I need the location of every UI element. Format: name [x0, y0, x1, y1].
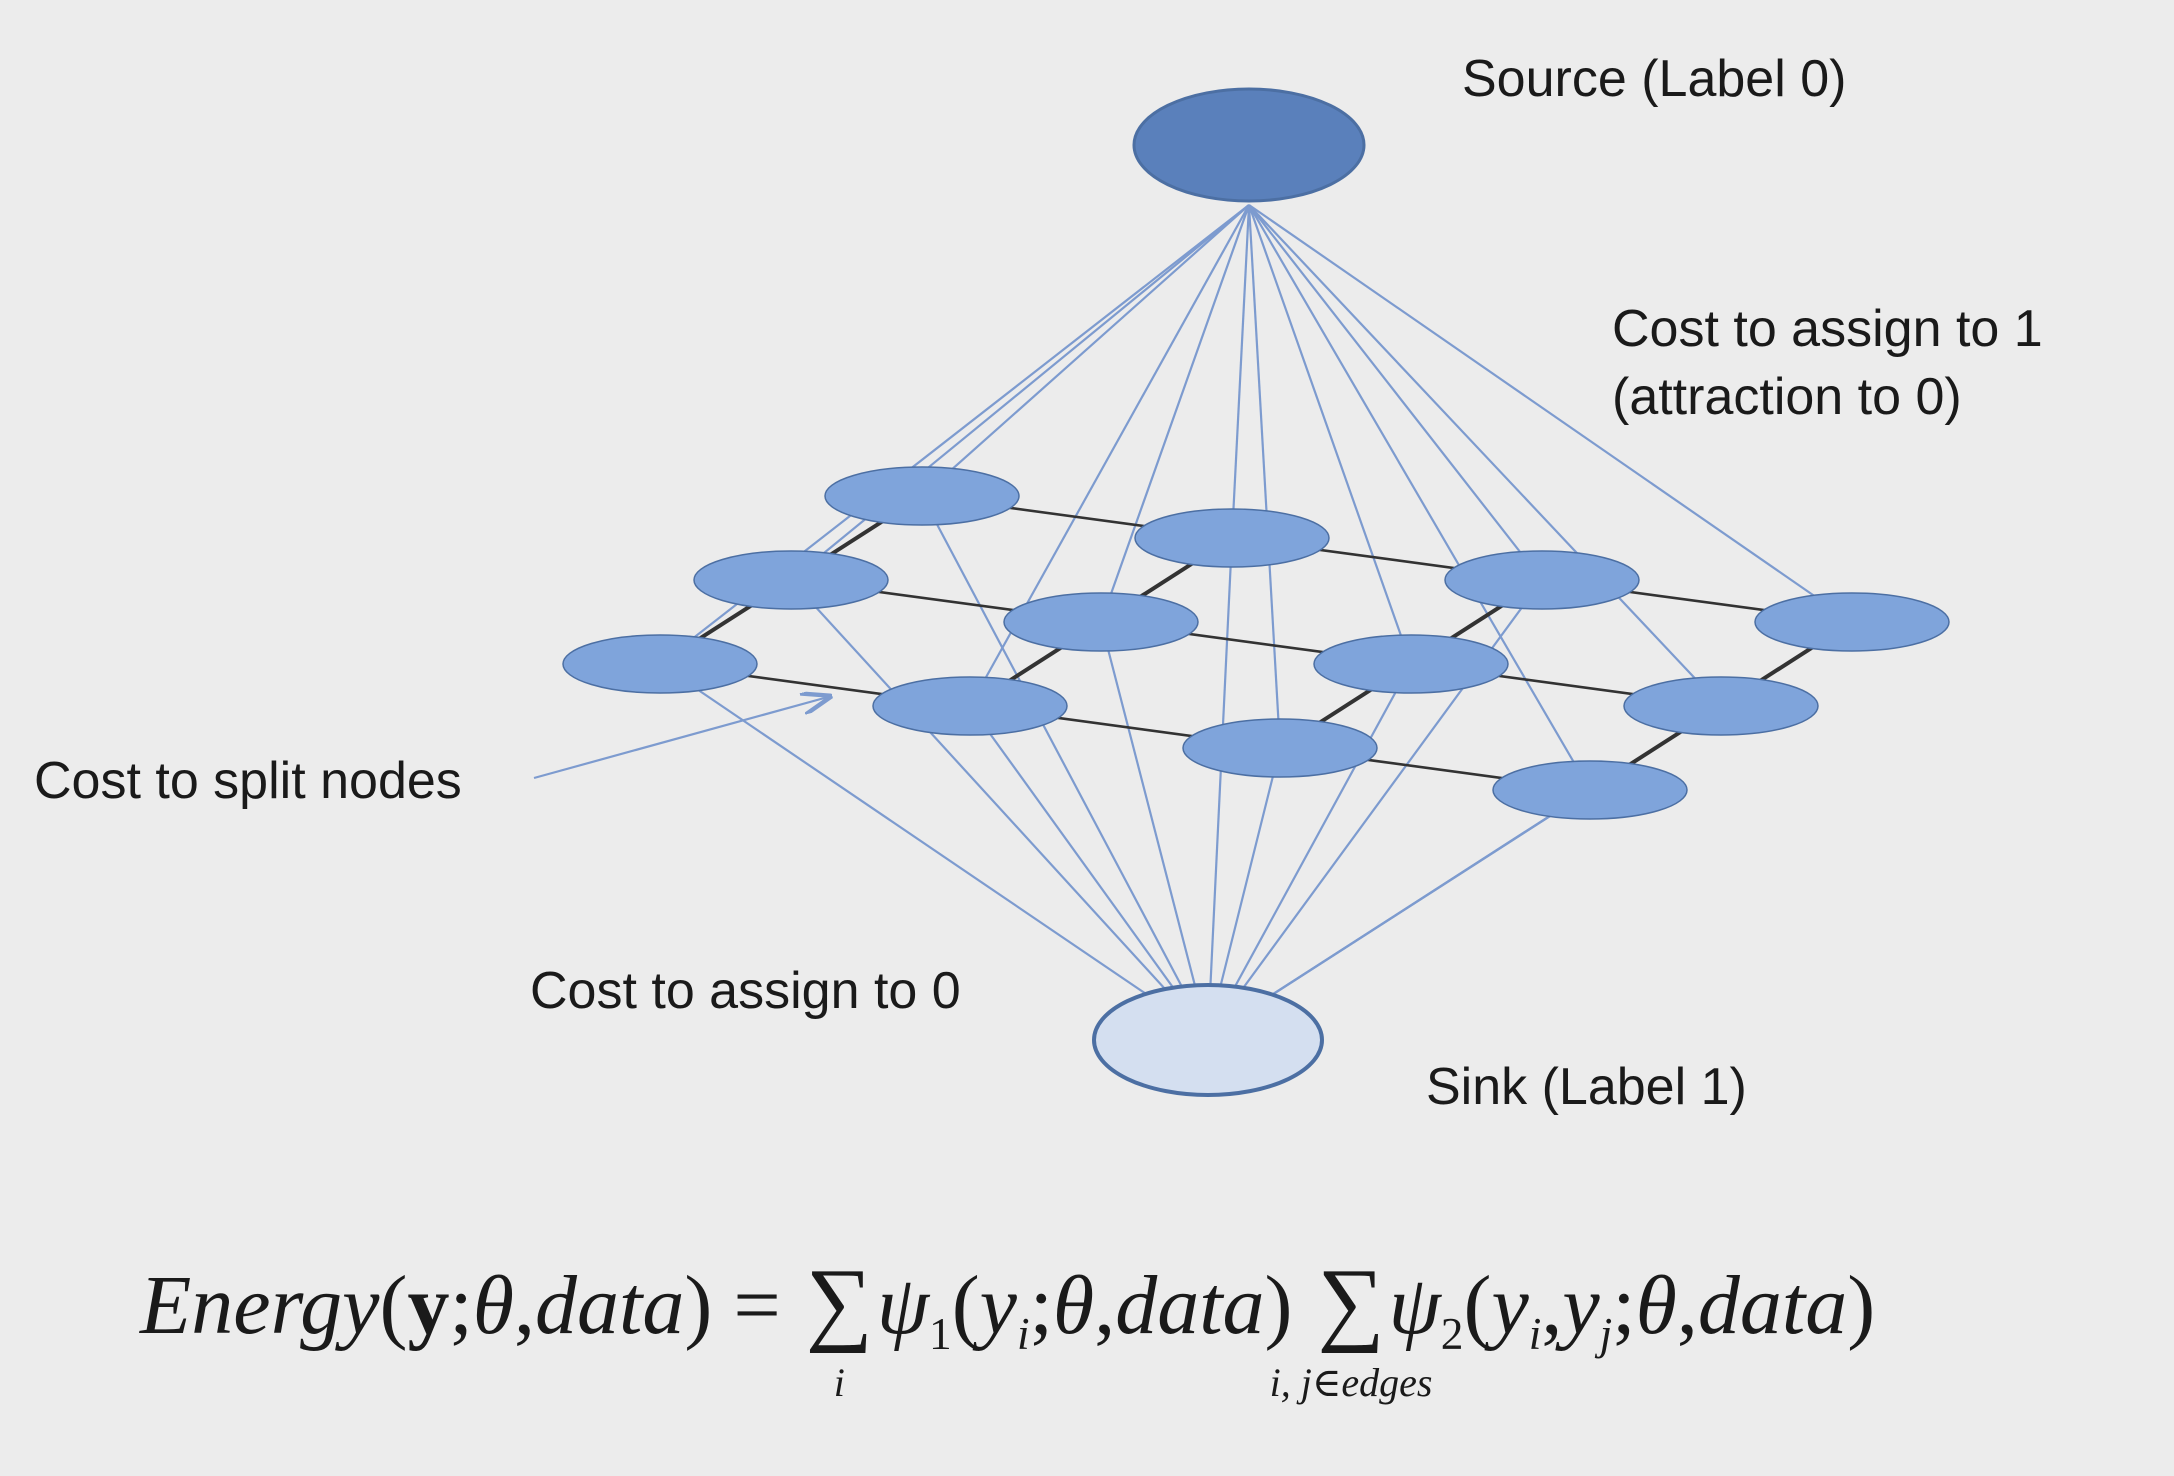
source-edge-6: [1247, 204, 1413, 665]
sink-node: [1092, 983, 1324, 1097]
source-edge-2: [1247, 204, 1282, 749]
cost-split-label: Cost to split nodes: [34, 752, 462, 810]
sink-edge-8: [921, 495, 1209, 1037]
pixel-node-8: [824, 466, 1020, 526]
sigma-symbol-2: ∑: [1317, 1250, 1385, 1354]
sum-unary-index: i: [833, 1360, 845, 1405]
source-node: [1132, 87, 1366, 203]
theta-symbol-2: θ: [1052, 1259, 1095, 1352]
sink-edge-6: [1207, 663, 1412, 1037]
psi-unary: ψ: [876, 1259, 929, 1352]
data-term-2: data: [1115, 1259, 1265, 1352]
sum-unary: ∑i: [806, 1255, 873, 1405]
pixel-node-5: [1003, 592, 1199, 652]
source-edge-3: [1248, 204, 1591, 791]
psi-pairwise: ψ: [1388, 1259, 1441, 1352]
pixel-node-2: [1182, 718, 1378, 778]
sink-edge-0: [659, 663, 1209, 1037]
data-term-3: data: [1697, 1259, 1848, 1352]
pixel-node-3: [1492, 760, 1688, 820]
source-edge-10: [1248, 204, 1543, 581]
yi-term: y: [979, 1259, 1017, 1352]
psi-sub-1: 1: [929, 1308, 952, 1359]
sum-pairwise-index: i, j∈edges: [1269, 1360, 1433, 1405]
source-label: Source (Label 0): [1462, 50, 1847, 108]
pixel-node-1: [872, 676, 1068, 736]
split-cost-arrow: [533, 697, 828, 780]
yi-term-2: y: [1491, 1259, 1529, 1352]
sink-label: Sink (Label 1): [1426, 1058, 1747, 1116]
yi-index: i: [1016, 1308, 1030, 1359]
energy-term: Energy: [140, 1259, 380, 1352]
sink-edge-1: [969, 705, 1209, 1037]
source-edge-5: [1099, 204, 1251, 623]
yi-index-2: i: [1528, 1308, 1542, 1359]
sum-pairwise: ∑i, j∈edges: [1270, 1255, 1433, 1405]
source-edge-7: [1248, 204, 1722, 707]
psi-sub-2: 2: [1440, 1308, 1464, 1359]
yj-index: j: [1599, 1308, 1613, 1359]
sink-edge-5: [1099, 621, 1210, 1037]
theta-symbol-3: θ: [1635, 1259, 1677, 1352]
yj-term: y: [1562, 1259, 1600, 1352]
source-edge-9: [1230, 204, 1251, 539]
pixel-node-9: [1134, 508, 1330, 568]
source-edge-8: [921, 204, 1250, 497]
cost-assign-0-label: Cost to assign to 0: [530, 962, 961, 1020]
pixel-node-7: [1623, 676, 1819, 736]
pixel-node-11: [1754, 592, 1950, 652]
sink-edge-9: [1206, 537, 1234, 1037]
pixel-node-4: [693, 550, 889, 610]
pixel-node-0: [562, 634, 758, 694]
pixel-node-6: [1313, 634, 1509, 694]
attraction-label: (attraction to 0): [1612, 368, 1962, 426]
y-vector: y: [407, 1259, 450, 1352]
source-edge-11: [1248, 204, 1853, 623]
cost-assign-1-label: Cost to assign to 1: [1612, 300, 2043, 358]
sigma-symbol: ∑: [805, 1250, 873, 1354]
pixel-node-10: [1444, 550, 1640, 610]
data-term: data: [535, 1259, 685, 1352]
sink-edge-4: [790, 579, 1209, 1037]
theta-symbol: θ: [472, 1259, 515, 1352]
